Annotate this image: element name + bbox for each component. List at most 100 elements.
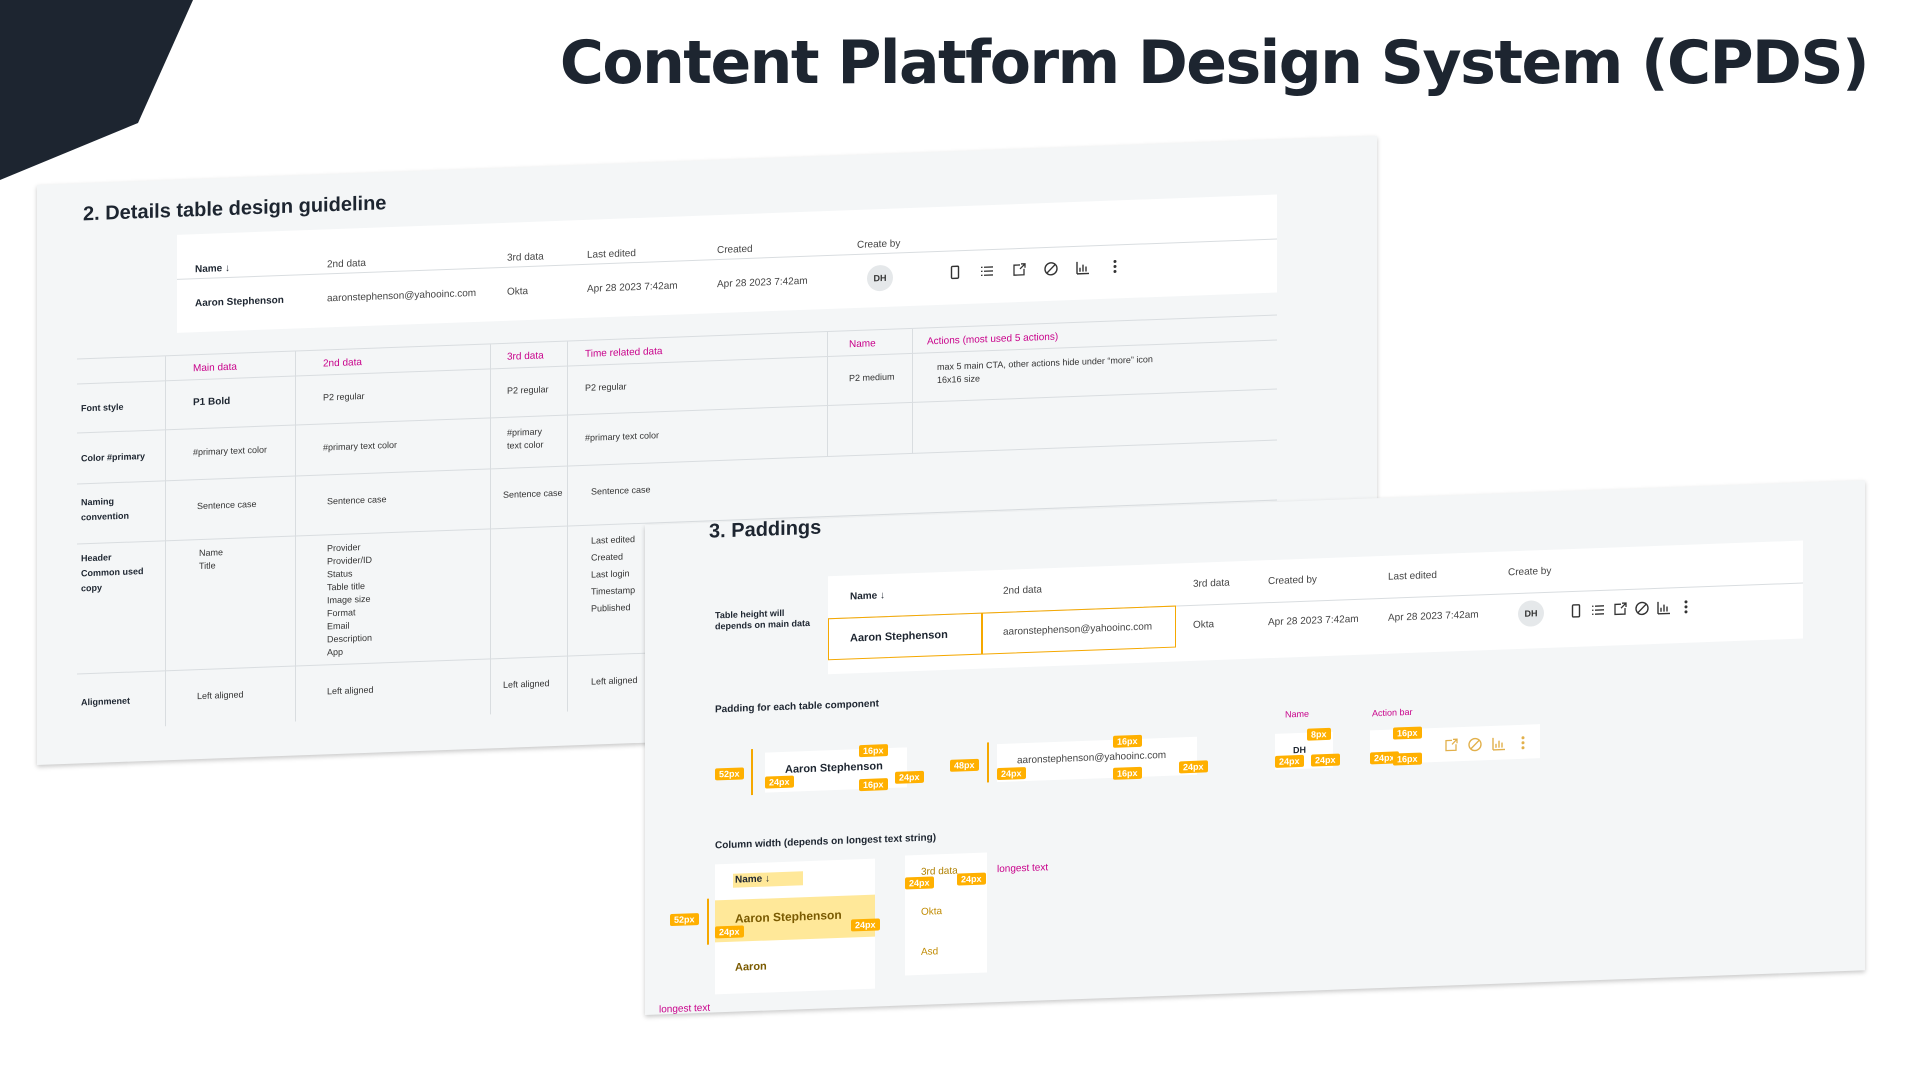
padding-badge: 16px [1113, 734, 1142, 748]
header-2nd-data[interactable]: 2nd data [327, 257, 366, 271]
header-name[interactable]: Name ↓ [850, 590, 886, 603]
row-date: Apr 28 2023 7:42am [1268, 613, 1359, 629]
external-link-icon [1443, 737, 1459, 754]
padding-badge: 24px [905, 876, 934, 890]
label-name: Name [1285, 708, 1310, 720]
padding-badge: 8px [1307, 727, 1331, 741]
padding-badge: 24px [895, 770, 924, 784]
header-create-by[interactable]: Create by [1508, 565, 1552, 579]
padding-badge: 16px [859, 778, 888, 792]
col-actions: Actions (most used 5 actions) [927, 331, 1059, 348]
padding-badge: 16px [1393, 752, 1422, 766]
col-time-data: Time related data [585, 346, 663, 360]
cell: Left aligned [503, 678, 550, 690]
cell: #primary text color [323, 439, 398, 453]
label-action-bar: Action bar [1372, 706, 1413, 719]
row-label-alignment: Alignmenet [81, 695, 131, 708]
cell: #primary text color [585, 430, 660, 443]
external-link-icon[interactable] [1612, 601, 1628, 618]
padding-badge: 24px [997, 767, 1026, 781]
more-vertical-icon [1515, 735, 1531, 752]
example-table: Name ↓ 2nd data 3rd data Last edited Cre… [177, 194, 1277, 333]
padding-badge: 24px [1275, 754, 1304, 768]
row-third: Okta [507, 285, 529, 298]
cell: Sentence case [197, 498, 257, 512]
label-longest-text: longest text [997, 862, 1049, 876]
column-demo-okta: Okta [921, 906, 943, 918]
header-3rd-data[interactable]: 3rd data [507, 251, 544, 264]
block-icon[interactable] [1634, 600, 1650, 617]
column-width-section-title: Column width (depends on longest text st… [715, 832, 937, 852]
padding-badge: 24px [1179, 760, 1208, 774]
header-2nd-data[interactable]: 2nd data [1003, 584, 1042, 597]
padding-badge: 52px [670, 913, 699, 927]
cell: Sentence case [591, 484, 651, 497]
block-icon[interactable] [1043, 261, 1059, 278]
sort-arrow-icon[interactable]: ↓ [225, 262, 231, 275]
bar-chart-icon[interactable] [1075, 259, 1091, 276]
header-last-edited[interactable]: Last edited [1388, 569, 1437, 583]
column-demo-asd: Asd [921, 946, 939, 958]
block-icon [1467, 736, 1483, 753]
row-created: Apr 28 2023 7:42am [717, 275, 808, 291]
list-icon[interactable] [979, 263, 995, 280]
cell: max 5 main CTA, other actions hide under… [937, 354, 1153, 372]
more-vertical-icon[interactable] [1678, 599, 1694, 616]
row-name[interactable]: Aaron Stephenson [195, 294, 284, 310]
column-demo-name-short: Aaron [735, 960, 767, 974]
padding-section-title: Padding for each table component [715, 698, 879, 716]
col-3rd-data: 3rd data [507, 350, 544, 363]
cell: #primary [507, 426, 543, 438]
col-name: Name [849, 338, 876, 351]
header-created-by[interactable]: Created by [1268, 574, 1317, 588]
bar-chart-icon [1491, 735, 1507, 752]
row-label-font-style: Font style [81, 401, 124, 414]
label-longest-text: longest text [659, 1002, 711, 1015]
padding-badge: 24px [957, 872, 986, 886]
padding-badge: 24px [1311, 753, 1340, 767]
padding-badge: 24px [765, 775, 794, 789]
sort-arrow-icon: ↓ [765, 873, 771, 885]
bar-chart-icon[interactable] [1656, 599, 1672, 616]
cell: Left aligned [327, 684, 374, 697]
height-marker [751, 749, 753, 796]
sort-arrow-icon[interactable]: ↓ [880, 590, 886, 602]
header-last-edited[interactable]: Last edited [587, 248, 636, 261]
cell: text color [507, 439, 544, 451]
mobile-icon[interactable] [947, 264, 963, 281]
row-date: Apr 28 2023 7:42am [1388, 609, 1479, 624]
cell: Sentence case [503, 487, 563, 500]
header-3rd-data[interactable]: 3rd data [1193, 577, 1230, 590]
page-title: Content Platform Design System (CPDS) [559, 28, 1870, 98]
cell: P1 Bold [193, 395, 231, 409]
section-title: 2. Details table design guideline [83, 192, 387, 226]
padding-badge: 24px [715, 925, 744, 939]
header-create-by[interactable]: Create by [857, 238, 901, 251]
col-2nd-data: 2nd data [323, 357, 362, 370]
row-label-color: Color #primary [81, 451, 146, 464]
header-created[interactable]: Created [717, 243, 753, 257]
col-main-data: Main data [193, 361, 237, 375]
avatar[interactable]: DH [867, 264, 893, 292]
avatar[interactable]: DH [1518, 600, 1544, 627]
padding-badge: 16px [859, 744, 888, 758]
more-vertical-icon[interactable] [1107, 258, 1123, 275]
padding-example-table: Name ↓ 2nd data 3rd data Created by Last… [828, 540, 1803, 675]
cell: 16x16 size [937, 373, 981, 385]
padding-badge: 16px [1393, 726, 1422, 740]
row-email: aaronstephenson@yahooinc.com [327, 287, 477, 305]
cell: Left aligned [591, 674, 638, 687]
header-name[interactable]: Name ↓ [195, 262, 231, 276]
column-demo-name-header: Name ↓ [735, 873, 771, 886]
mobile-icon[interactable] [1568, 603, 1584, 620]
cell: P2 medium [849, 371, 895, 384]
external-link-icon[interactable] [1011, 262, 1027, 279]
list-icon[interactable] [1590, 602, 1606, 619]
corner-decoration [0, 0, 193, 180]
